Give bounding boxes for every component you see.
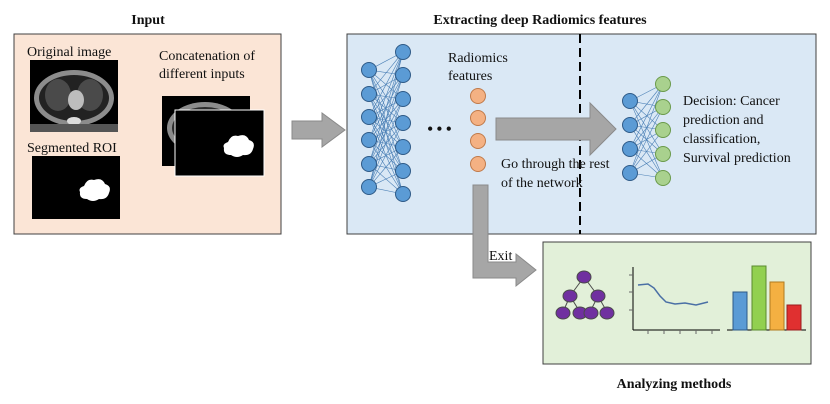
decision-in-layer-node — [622, 93, 638, 109]
output-layer-node — [655, 99, 671, 115]
feature-layer-node — [470, 133, 486, 149]
rest-label-line2: of the network — [501, 176, 583, 191]
output-layer-node — [655, 146, 671, 162]
network-edge — [629, 129, 664, 174]
hidden-layer-node — [395, 44, 411, 60]
network-edge — [368, 146, 404, 188]
network-edge — [629, 83, 664, 126]
decision-label-line1: Decision: Cancer — [683, 94, 780, 109]
hidden-layer-node — [395, 115, 411, 131]
hidden-layer-node — [395, 139, 411, 155]
exit-arrow — [472, 184, 537, 288]
network-edge — [629, 83, 664, 150]
input-layer-node — [361, 86, 377, 102]
to-decision-arrow — [495, 101, 617, 157]
network-edge — [368, 122, 404, 188]
bar-chart-icon — [727, 265, 806, 331]
decision-label-line4: Survival prediction — [683, 151, 791, 166]
feature-layer-node — [470, 88, 486, 104]
ct-scan-image — [30, 60, 118, 132]
hidden-layer-node — [395, 67, 411, 83]
decision-label-line2: prediction and — [683, 113, 763, 128]
network-edge — [368, 93, 404, 172]
analyze-title: Analyzing methods — [617, 377, 732, 392]
decision-in-layer-node — [622, 165, 638, 181]
hidden-layer-node — [395, 91, 411, 107]
network-edge — [368, 51, 404, 141]
rest-label-line1: Go through the rest — [501, 157, 610, 172]
network-nodes — [361, 44, 671, 202]
exit-label: Exit — [489, 249, 512, 264]
input-to-network-arrow — [291, 112, 346, 148]
decision-in-layer-node — [622, 141, 638, 157]
network-edge — [629, 83, 664, 174]
concatenated-inputs-image — [162, 96, 265, 177]
network-edge — [629, 106, 664, 174]
decision-tree-icon — [555, 270, 615, 320]
extract-title: Extracting deep Radiomics features — [433, 13, 647, 28]
radiomics-label-line1: Radiomics — [448, 51, 508, 66]
segmented-roi-label: Segmented ROI — [27, 141, 117, 156]
decision-in-layer-node — [622, 117, 638, 133]
feature-layer-node — [470, 156, 486, 172]
segmented-roi-image — [32, 156, 120, 219]
ellipsis-label: ••• — [427, 119, 455, 139]
input-layer-node — [361, 109, 377, 125]
network-edge — [368, 98, 404, 188]
concat-label-line2: different inputs — [159, 67, 245, 82]
network-edge — [368, 51, 404, 95]
network-edge — [368, 51, 404, 118]
input-layer-node — [361, 132, 377, 148]
hidden-layer-node — [395, 163, 411, 179]
line-chart-icon — [629, 267, 720, 334]
output-layer-node — [655, 76, 671, 92]
input-layer-node — [361, 179, 377, 195]
output-layer-node — [655, 122, 671, 138]
concat-label-line1: Concatenation of — [159, 49, 255, 64]
decision-label-line3: classification, — [683, 132, 760, 147]
hidden-layer-node — [395, 186, 411, 202]
input-title: Input — [131, 13, 165, 28]
feature-layer-node — [470, 110, 486, 126]
input-layer-node — [361, 62, 377, 78]
radiomics-label-line2: features — [448, 69, 492, 84]
output-layer-node — [655, 170, 671, 186]
original-image-label: Original image — [27, 45, 111, 60]
input-layer-node — [361, 156, 377, 172]
